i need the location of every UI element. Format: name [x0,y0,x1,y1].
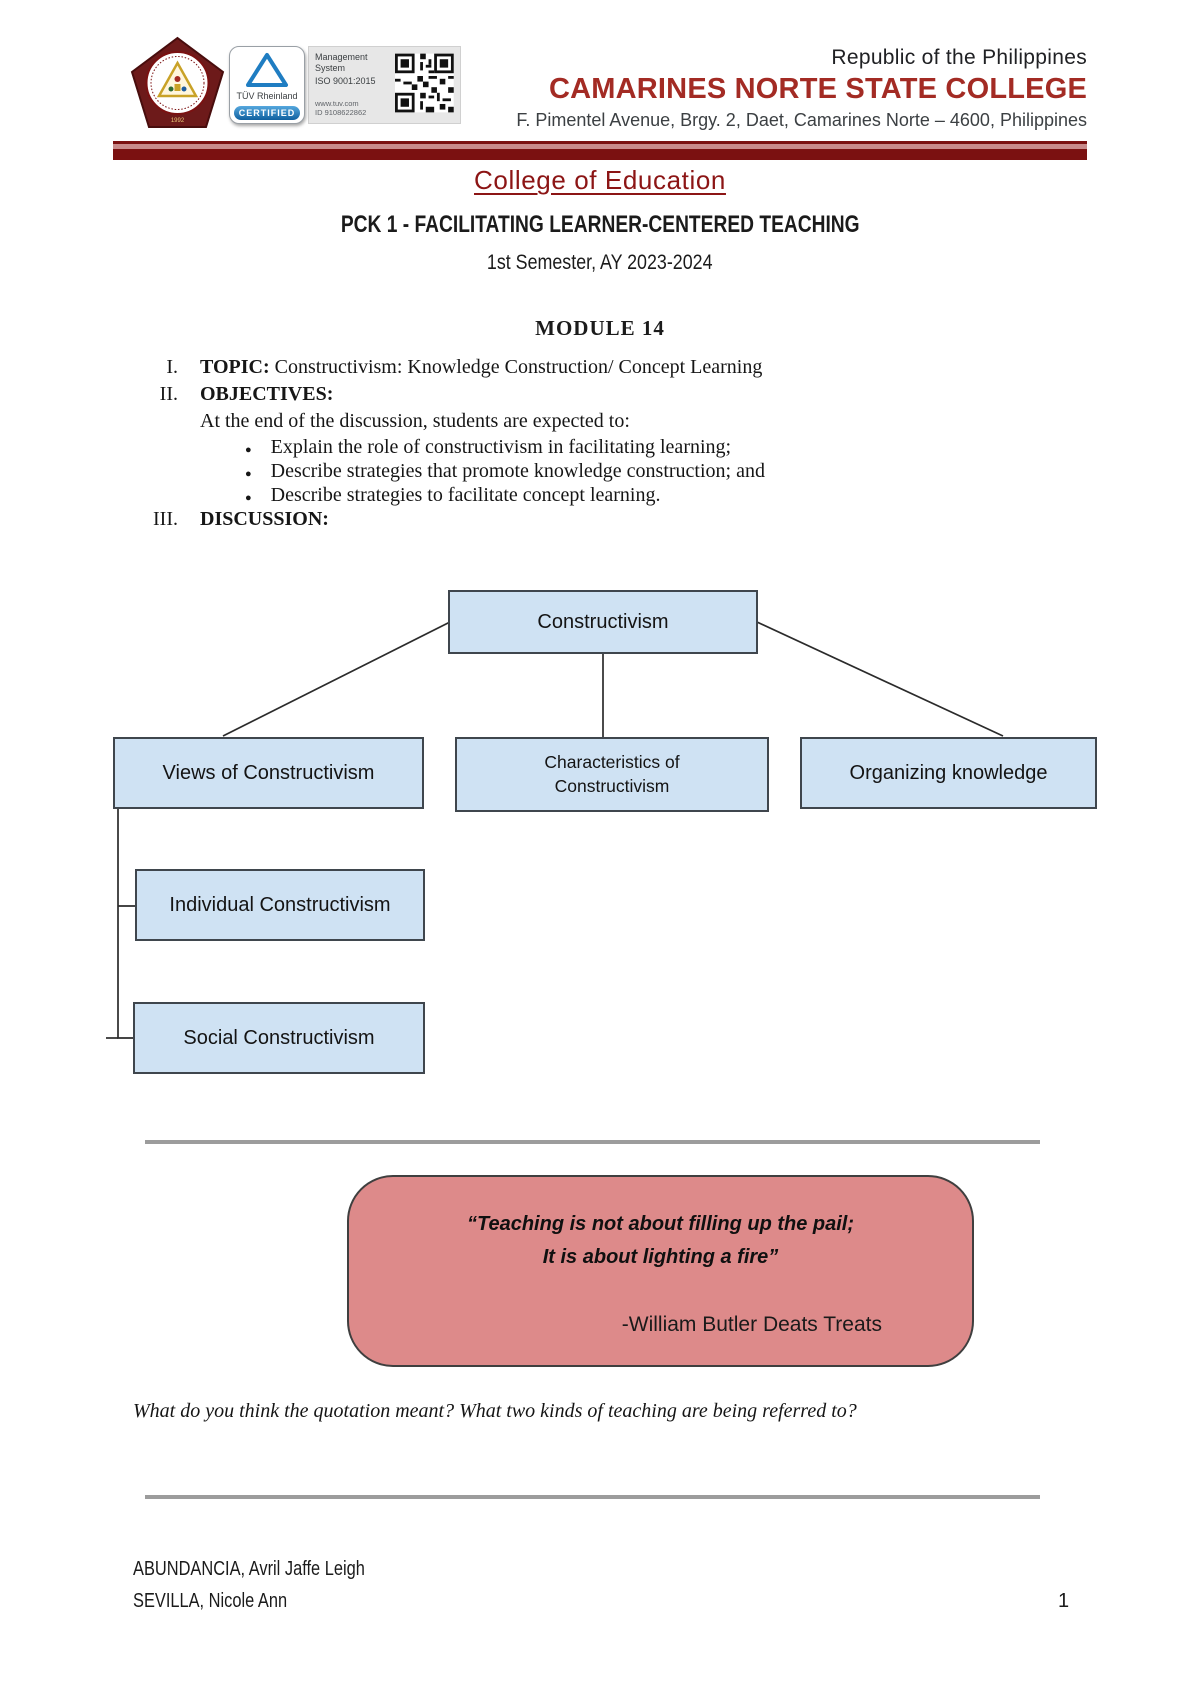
iso-standard-label: ISO 9001:2015 [315,75,376,86]
section-divider-top [145,1140,1040,1144]
module-outline: I. TOPIC: Constructivism: Knowledge Cons… [113,356,1033,535]
header-divider-bar [113,141,1087,160]
topic-label: TOPIC: [200,356,270,378]
qr-code-icon [395,53,454,113]
diagram-box-social: Social Constructivism [133,1002,425,1074]
iso-certification-panel: Management System ISO 9001:2015 www.tuv.… [308,46,461,124]
diagram-box-characteristics: Characteristics of Constructivism [455,737,769,812]
connector-root-to-organizing [756,621,1004,737]
bullet-icon: ● [245,444,252,456]
objectives-line: II. OBJECTIVES: [113,383,1033,410]
document-header: 1992 TÜV Rheinland CERTIFIED Management … [130,36,1087,131]
quote-attribution: -William Butler Deats Treats [621,1313,882,1336]
discussion-numeral: III. [153,508,178,530]
section-divider-bottom [145,1495,1040,1499]
quote-line-2: It is about lighting a fire” [542,1246,779,1268]
topic-text: Constructivism: Knowledge Construction/ … [274,356,763,378]
quote-callout: “Teaching is not about filling up the pa… [347,1175,974,1367]
objective-text: Explain the role of constructivism in fa… [270,436,732,458]
semester-line: 1st Semester, AY 2023-2024 [487,251,713,274]
bullet-icon: ● [245,468,252,480]
college-address: F. Pimentel Avenue, Brgy. 2, Daet, Camar… [516,110,1087,130]
footer-author-2: SEVILLA, Nicole Ann [133,1590,288,1612]
svg-text:1992: 1992 [171,118,185,124]
tuv-name-label: TÜV Rheinland [236,91,298,101]
discussion-label: DISCUSSION: [200,508,329,530]
module-title: MODULE 14 [535,316,665,340]
tuv-logo-icon [246,53,288,87]
college-name: CAMARINES NORTE STATE COLLEGE [548,73,1087,105]
footer-author-1: ABUNDANCIA, Avril Jaffe Leigh [133,1558,365,1580]
tuv-website-label: www.tuv.com [315,98,359,108]
objective-item: ● Describe strategies to facilitate conc… [245,484,1033,508]
reflection-question: What do you think the quotation meant? W… [133,1400,857,1422]
connector-root-to-views [222,621,451,737]
department-link[interactable]: College of Education [474,165,726,195]
objective-text: Describe strategies to facilitate concep… [270,484,661,506]
certificate-id-label: ID 9108622862 [315,108,367,118]
objective-item: ● Describe strategies that promote knowl… [245,460,1033,484]
objectives-numeral: II. [159,383,178,405]
connector-views-to-social [117,809,133,1039]
diagram-box-organizing: Organizing knowledge [800,737,1097,809]
diagram-box-views: Views of Constructivism [113,737,424,809]
discussion-line: III. DISCUSSION: [113,508,1033,535]
objective-item: ● Explain the role of constructivism in … [245,436,1033,460]
school-seal-icon: 1992 [130,36,225,128]
diagram-box-constructivism: Constructivism [448,590,758,654]
objectives-intro: At the end of the discussion, students a… [200,410,630,432]
letterhead-text: Republic of the Philippines CAMARINES NO… [516,46,1087,131]
page-number: 1 [1058,1590,1070,1612]
republic-line: Republic of the Philippines [831,46,1087,69]
topic-numeral: I. [166,356,178,378]
certified-badge-label: CERTIFIED [234,106,300,120]
objectives-label: OBJECTIVES: [200,383,334,405]
diagram-box-individual: Individual Constructivism [135,869,425,941]
tuv-certification-badge: TÜV Rheinland CERTIFIED [229,46,305,124]
topic-line: I. TOPIC: Constructivism: Knowledge Cons… [113,356,1033,383]
bullet-icon: ● [245,492,252,504]
quote-line-1: “Teaching is not about filling up the pa… [466,1213,855,1235]
course-title: PCK 1 - FACILITATING LEARNER-CENTERED TE… [340,211,860,238]
management-system-label: Management System [315,52,368,74]
objective-text: Describe strategies that promote knowled… [270,460,765,482]
